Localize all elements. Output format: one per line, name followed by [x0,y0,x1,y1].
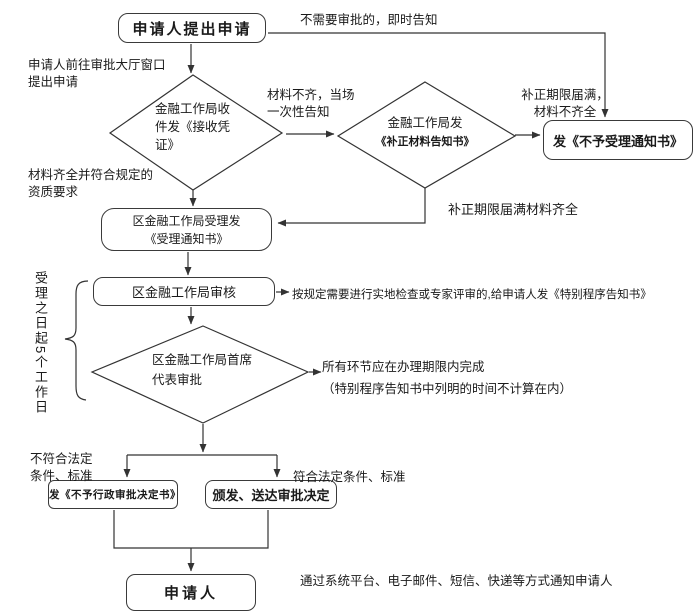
node-issue-decision: 颁发、送达审批决定 [205,480,337,509]
annotation-deadline-incomplete: 补正期限届满， 材料不齐全 [518,87,612,121]
go-to-window-line-1: 申请人前往审批大厅窗口 [28,58,166,72]
node-accept: 区金融工作局受理发 《受理通知书》 [101,208,272,251]
receive-line-2: 件发《接收凭 [155,120,231,134]
annotation-materials-complete: 材料齐全并符合规定的 资质要求 [28,167,153,201]
node-start-label: 申请人提出申请 [132,20,252,38]
supplement-diamond-shape [336,81,517,189]
deadline-incomplete-line-2: 材料不齐全 [533,105,597,119]
chief-line-1: 区金融工作局首席 [152,353,253,367]
node-review-label: 区金融工作局审核 [131,285,236,300]
node-issue-decision-label: 颁发、送达审批决定 [212,488,330,503]
working-days-brace [64,280,89,401]
annotation-meet-criteria: 符合法定条件、标准 [293,470,406,484]
receive-line-3: 证》 [155,138,181,152]
node-deny-decision: 发《不予行政审批决定书》 [48,480,181,509]
annotation-no-approval-needed: 不需要审批的，即时告知 [300,13,438,27]
node-reject-notice: 发《不予受理通知书》 [543,120,693,160]
connector-supplement-to-accept [277,188,426,227]
annotation-go-to-window: 申请人前往审批大厅窗口 提出申请 [28,57,166,91]
materials-complete-line-1: 材料齐全并符合规定的 [28,168,154,182]
annotation-special-procedure: 按规定需要进行实地检查或专家评审的,给申请人发《特别程序告知书》 [292,289,652,301]
all-steps-line-1: 所有环节应在办理期限内完成 [322,360,485,374]
supplement-line-2: 《补正材料告知书》 [375,136,475,148]
materials-incomplete-line-2: 一次性告知 [267,105,330,119]
node-review: 区金融工作局审核 [93,277,275,306]
merge-bar [113,510,269,549]
chief-diamond-shape [90,325,310,424]
accept-line-2: 《受理通知书》 [144,231,229,246]
deadline-incomplete-line-1: 补正期限届满， [521,88,609,102]
materials-incomplete-line-1: 材料不齐，当场 [267,88,355,102]
materials-complete-line-2: 资质要求 [28,185,79,199]
node-end-label: 申请人 [163,585,218,602]
node-start: 申请人提出申请 [118,13,266,43]
annotation-notify-methods: 通过系统平台、电子邮件、短信、快递等方式通知申请人 [300,574,613,588]
receive-line-1: 金融工作局收 [155,102,231,116]
node-reject-notice-label: 发《不予受理通知书》 [552,133,683,149]
annotation-deadline-complete: 补正期限届满材料齐全 [448,202,579,217]
chief-line-2: 代表审批 [152,373,203,387]
not-meet-line-2: 条件、标准 [30,469,93,483]
annotation-materials-incomplete: 材料不齐，当场 一次性告知 [267,87,355,121]
node-deny-decision-label: 发《不予行政审批决定书》 [49,489,181,501]
node-receive-diamond-label: 金融工作局收 件发《接收凭 证》 [155,100,230,154]
all-steps-line-2: （特别程序告知书中列明的时间不计算在内） [322,382,573,396]
annotation-working-days: 受理之日起5个工作日 [33,271,48,416]
receive-diamond-shape [108,74,284,191]
node-supplement-diamond-label: 金融工作局发 《补正材料告知书》 [345,115,505,151]
node-chief-diamond-label: 区金融工作局首席 代表审批 [152,350,252,390]
connector-start-to-reject-notice [268,32,609,118]
node-end: 申请人 [126,574,256,611]
accept-line-1: 区金融工作局受理发 [132,213,241,228]
go-to-window-line-2: 提出申请 [28,75,79,89]
annotation-not-meet-criteria: 不符合法定 条件、标准 [30,451,93,485]
annotation-all-steps: 所有环节应在办理期限内完成 （特别程序告知书中列明的时间不计算在内） [322,356,572,400]
not-meet-line-1: 不符合法定 [30,452,93,466]
supplement-line-1: 金融工作局发 [387,116,463,130]
